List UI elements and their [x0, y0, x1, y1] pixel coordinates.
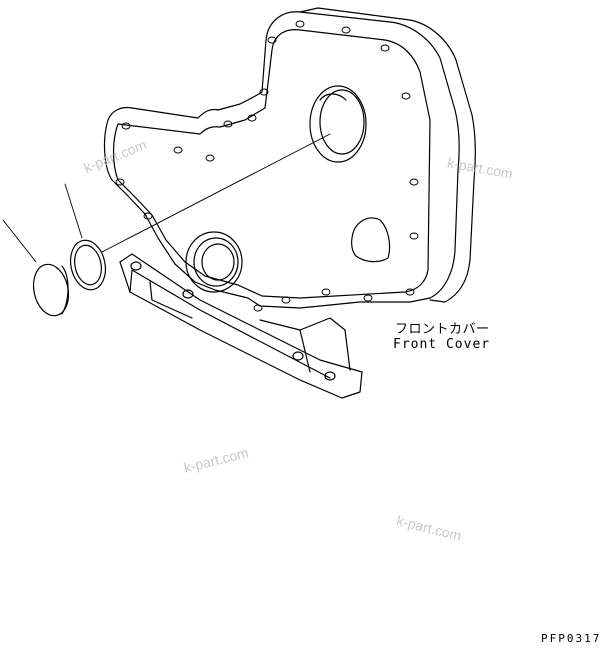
cover-cap	[32, 263, 70, 317]
oil-seal	[69, 239, 107, 291]
leader-line-seal	[64, 183, 83, 239]
assembly-line	[101, 133, 331, 253]
cover-boss	[351, 217, 391, 263]
part-label-japanese: フロントカバー	[395, 322, 490, 337]
figure-number: PFP0317	[541, 632, 602, 645]
upper-seal-bore	[309, 85, 367, 163]
mounting-rail	[119, 253, 363, 399]
front-cover-outline	[103, 11, 460, 309]
part-label-english: Front Cover	[393, 337, 491, 352]
leader-line-cap	[2, 219, 37, 263]
crank-seal-bore	[185, 231, 243, 293]
front-cover-depth-edge	[299, 7, 476, 303]
bolt-holes	[115, 20, 419, 312]
front-cover-flange	[112, 29, 431, 299]
